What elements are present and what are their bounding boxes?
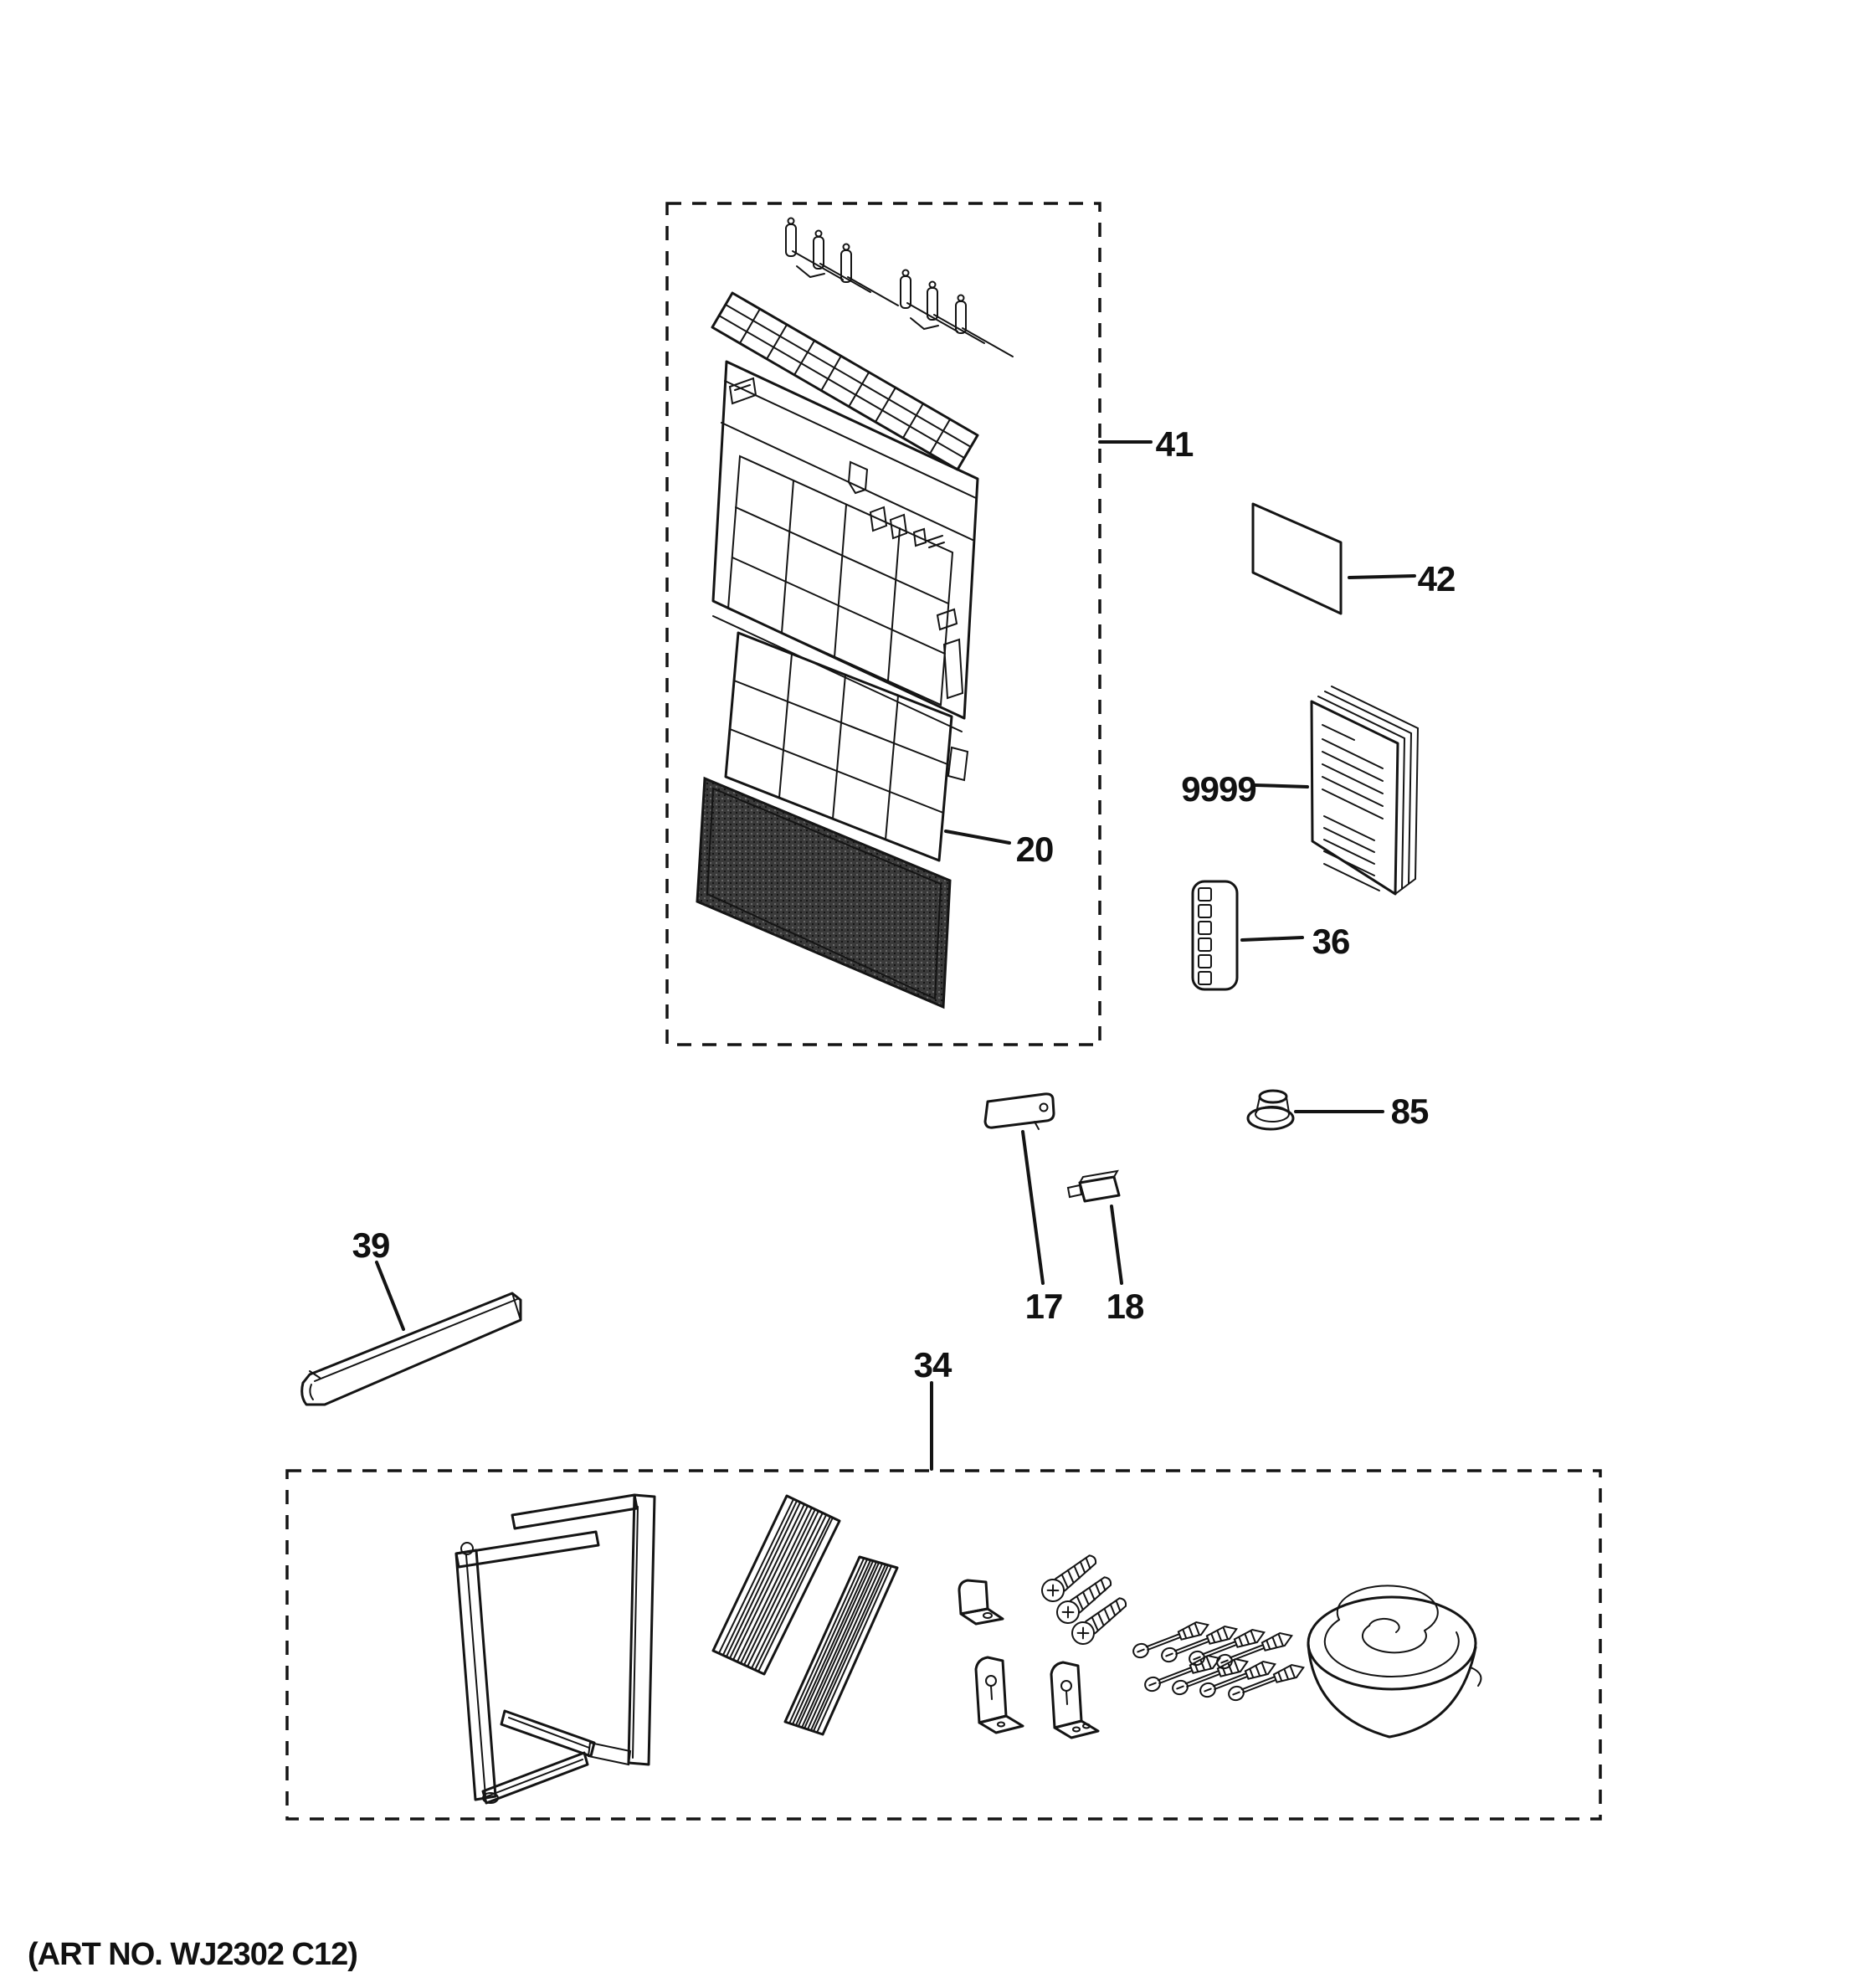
install-kit-dashed-box — [285, 1469, 1602, 1821]
l-bracket-1 — [974, 1656, 1024, 1734]
part-label-36: 36 — [1312, 922, 1350, 961]
sensor-part — [1066, 1169, 1121, 1203]
window-frame-rear — [500, 1493, 656, 1766]
seal-bar — [300, 1292, 522, 1406]
label-sheet-part — [1251, 502, 1343, 615]
part-label-17: 17 — [1025, 1287, 1063, 1326]
curtain-rail-2 — [481, 1751, 589, 1805]
panel-handle-slot — [942, 638, 964, 700]
cover-plate — [983, 1092, 1055, 1130]
part-label-20: 20 — [1016, 830, 1054, 869]
part-label-18: 18 — [1107, 1287, 1144, 1326]
accordion-panel-1 — [711, 1494, 841, 1676]
vane-pins-right — [900, 269, 1014, 357]
panel-control-strip — [869, 506, 958, 631]
part-label-42: 42 — [1418, 559, 1456, 598]
l-bracket-2 — [1050, 1661, 1100, 1739]
leader-42 — [1348, 574, 1416, 579]
grommet — [1246, 1089, 1295, 1131]
leader-20 — [944, 830, 1011, 845]
part-label-9999: 9999 — [1181, 769, 1255, 809]
art-number: (ART NO. WJ2302 C12) — [28, 1937, 357, 1972]
filter-frame — [724, 631, 969, 862]
vane-pins-left — [785, 217, 899, 306]
mesh-filter — [696, 776, 952, 1009]
leader-17 — [1021, 1130, 1045, 1285]
remote-control — [1191, 880, 1239, 991]
part-label-34: 34 — [914, 1345, 952, 1384]
manual-booklet — [1310, 686, 1420, 896]
accordion-panel-2 — [783, 1555, 899, 1736]
foam-seal-roll — [1307, 1585, 1482, 1739]
part-label-85: 85 — [1391, 1092, 1429, 1131]
leader-36 — [1240, 936, 1304, 942]
anchor-screws — [1130, 1617, 1307, 1703]
leader-39 — [375, 1261, 405, 1331]
curtain-rail-1 — [500, 1709, 596, 1758]
front-panel — [711, 360, 979, 732]
window-frame-front — [454, 1530, 600, 1805]
part-label-41: 41 — [1156, 424, 1194, 464]
part-label-39: 39 — [352, 1225, 390, 1265]
panel-vane-notch — [847, 460, 869, 495]
machine-screws — [1036, 1548, 1132, 1650]
filter-tab — [947, 746, 969, 782]
front-assembly-dashed-box — [665, 202, 1101, 1046]
leader-9999 — [1254, 783, 1309, 789]
angle-bracket — [958, 1579, 1004, 1626]
leader-18 — [1110, 1205, 1123, 1285]
